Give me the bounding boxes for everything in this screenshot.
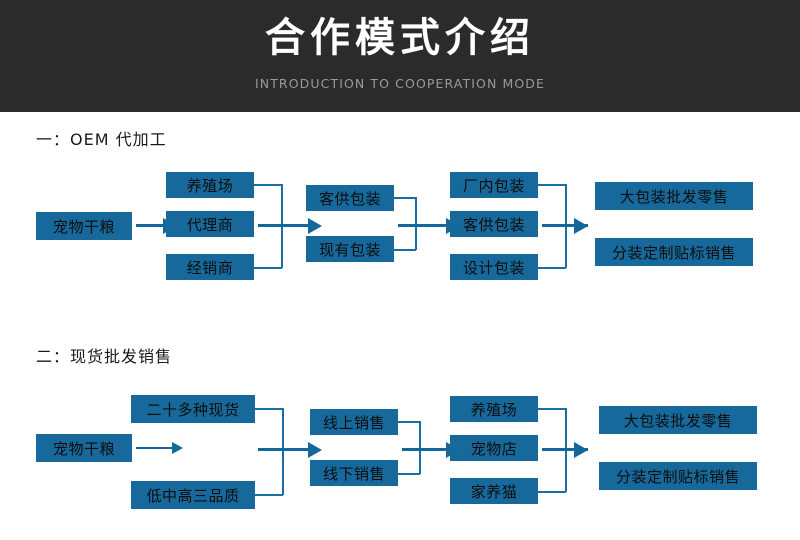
bracket-pkg-source-spine: [415, 197, 417, 250]
section-heading-oem: 一：OEM 代加工: [36, 130, 167, 149]
bracket-channel-top: [254, 184, 282, 186]
flow-box-pkg-type-customer: 客供包装: [450, 211, 538, 237]
bracket-stock-bottom: [255, 494, 283, 496]
bracket-stock-spine: [282, 408, 284, 495]
bracket-sales-spine: [419, 421, 421, 474]
flow-box-customer-homecat: 家养猫: [450, 478, 538, 504]
flow-box-pkg-type-inhouse: 厂内包装: [450, 172, 538, 198]
flow-box-outcome-bulk-wholesale: 大包装批发零售: [599, 406, 757, 434]
connector-source-to-channel: [136, 224, 164, 227]
bracket-pkg-type-top: [538, 184, 566, 186]
arrow-stock-to-sales-icon: [308, 442, 322, 458]
connector-customer-to-outcome: [542, 448, 588, 451]
bracket-pkg-source-top: [394, 197, 416, 199]
bracket-sales-top: [398, 421, 420, 423]
connector-pkg-type-to-outcome: [542, 224, 588, 227]
bracket-pkg-type-bottom: [538, 267, 566, 269]
flow-box-pkg-type-designed: 设计包装: [450, 254, 538, 280]
arrow-pkg-type-to-outcome-icon: [574, 218, 588, 234]
connector-pkg-source-to-pkg-type: [398, 224, 448, 227]
flow-box-stock-quality: 低中高三品质: [131, 481, 255, 509]
bracket-sales-bottom: [398, 473, 420, 475]
flow-box-stock-variety: 二十多种现货: [131, 395, 255, 423]
flow-box-outcome-repack-oem: 分装定制贴标销售: [595, 238, 753, 266]
bracket-channel-bottom: [254, 267, 282, 269]
flow-box-source-oem: 宠物干粮: [36, 212, 132, 240]
header-banner: 合作模式介绍 INTRODUCTION TO COOPERATION MODE: [0, 0, 800, 112]
arrow-customer-to-outcome-icon: [574, 442, 588, 458]
flow-box-channel-distributor: 经销商: [166, 254, 254, 280]
bracket-stock-top: [255, 408, 283, 410]
flow-box-sales-online: 线上销售: [310, 409, 398, 435]
section-heading-wholesale: 二：现货批发销售: [36, 347, 173, 366]
connector-sales-to-customer: [402, 448, 448, 451]
bracket-customer-top: [538, 408, 566, 410]
flow-box-customer-farm: 养殖场: [450, 396, 538, 422]
page-subtitle: INTRODUCTION TO COOPERATION MODE: [254, 76, 546, 91]
connector-channel-to-packaging: [258, 224, 310, 227]
page-title: 合作模式介绍: [265, 15, 535, 61]
flow-box-channel-farm: 养殖场: [166, 172, 254, 198]
flow-box-sales-offline: 线下销售: [310, 460, 398, 486]
flow-box-pkg-source-customer: 客供包装: [306, 185, 394, 211]
arrow-source-to-stock-icon: [172, 442, 183, 454]
flow-box-outcome-repack-wholesale: 分装定制贴标销售: [599, 462, 757, 490]
connector-stock-to-sales: [258, 448, 310, 451]
flow-box-customer-petshop: 宠物店: [450, 435, 538, 461]
flow-box-channel-agent: 代理商: [166, 211, 254, 237]
bracket-customer-bottom: [538, 491, 566, 493]
flow-box-outcome-bulk-oem: 大包装批发零售: [595, 182, 753, 210]
connector-source-to-stock: [136, 447, 174, 449]
bracket-pkg-source-bottom: [394, 249, 416, 251]
arrow-channel-to-packaging-icon: [308, 218, 322, 234]
flow-box-pkg-source-existing: 现有包装: [306, 236, 394, 262]
flow-box-source-wholesale: 宠物干粮: [36, 434, 132, 462]
